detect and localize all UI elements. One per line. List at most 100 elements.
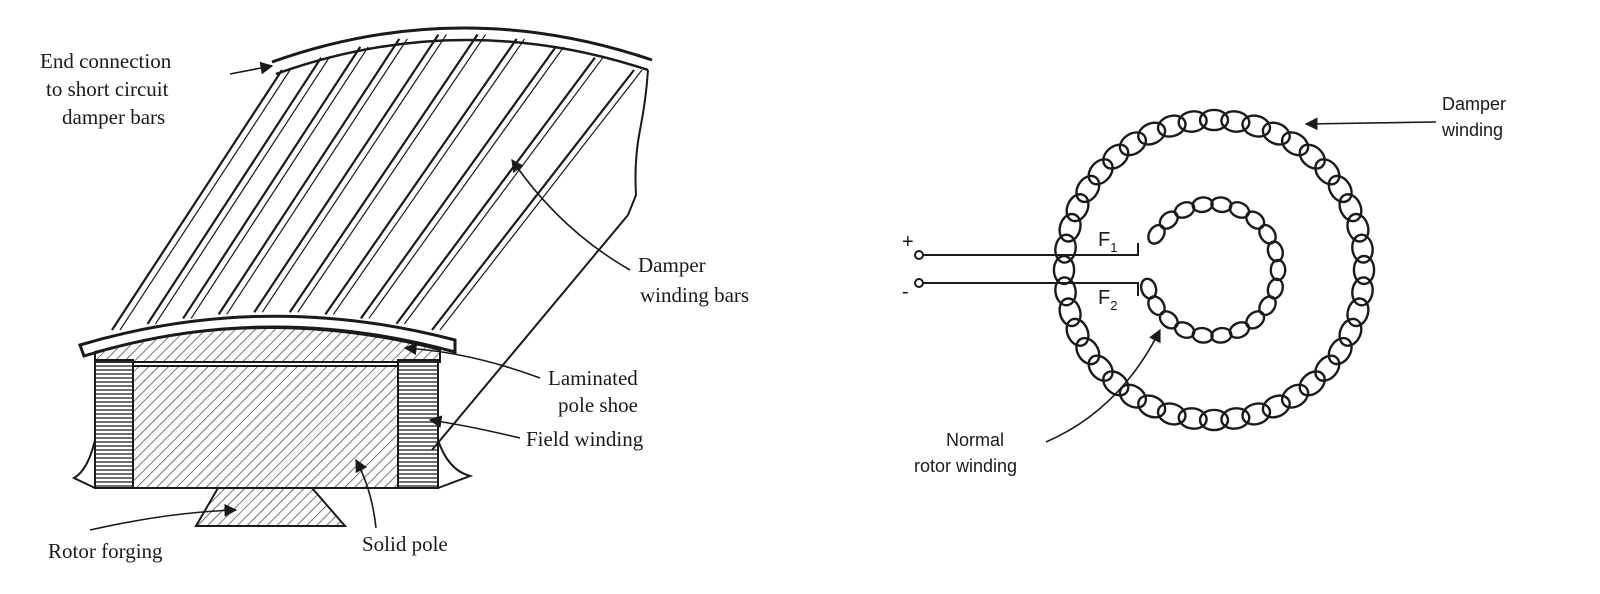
damper-bar-edge bbox=[403, 57, 604, 325]
damper-coil-loop bbox=[1075, 174, 1101, 204]
f1-label: F1 bbox=[1098, 229, 1117, 255]
pole-far-edge bbox=[431, 214, 629, 451]
rotor-coil-loop bbox=[1245, 210, 1266, 230]
arrow-damper-winding bbox=[1304, 117, 1437, 131]
rotor-coil-loop bbox=[1191, 326, 1214, 344]
label-normal-rotor-winding: Normal rotor winding bbox=[914, 430, 1017, 476]
damper-bar-edge bbox=[190, 46, 369, 319]
label-solid-pole: Solid pole bbox=[362, 532, 448, 556]
end-ring-top-inner bbox=[275, 38, 649, 76]
damper-bar-edge bbox=[439, 69, 643, 331]
damper-coil-loop bbox=[1298, 370, 1326, 397]
damper-winding-line-2: winding bbox=[1441, 120, 1503, 140]
damper-coil-loop bbox=[1261, 394, 1291, 419]
normal-rotor-line-2: rotor winding bbox=[914, 456, 1017, 476]
end-connection-line-3: damper bars bbox=[62, 105, 165, 129]
rotor-coil-loop bbox=[1266, 240, 1284, 263]
damper-coil-loop bbox=[1065, 193, 1090, 223]
damper-coil-loop bbox=[1102, 370, 1130, 397]
end-connection-line-2: to short circuit bbox=[46, 77, 169, 101]
damper-coil-loop bbox=[1102, 143, 1130, 170]
damper-coil-loop bbox=[1137, 394, 1167, 419]
label-pole-shoe: Laminated pole shoe bbox=[548, 366, 643, 417]
arrow-field-winding bbox=[428, 415, 521, 439]
damper-coil-loop bbox=[1156, 402, 1187, 426]
damper-bar bbox=[253, 33, 440, 313]
f2-letter: F bbox=[1098, 287, 1110, 309]
broken-edge bbox=[627, 69, 649, 216]
damper-coil-loop bbox=[1327, 336, 1353, 366]
arrow-pole-shoe bbox=[403, 342, 541, 379]
damper-winding-line-1: Damper bbox=[1442, 94, 1506, 114]
damper-coil-loop bbox=[1118, 131, 1148, 157]
damper-bars-group bbox=[111, 33, 643, 331]
damper-bar bbox=[288, 33, 479, 313]
damper-bar-edge bbox=[226, 38, 408, 315]
rotor-coil-loop bbox=[1210, 196, 1233, 214]
damper-coil-loop bbox=[1058, 212, 1082, 243]
damper-coil-loop bbox=[1338, 193, 1363, 223]
plus-label: + bbox=[902, 231, 914, 253]
damper-coil-loop bbox=[1220, 407, 1251, 430]
rotor-coil-loop bbox=[1269, 258, 1287, 282]
damper-coil-loop bbox=[1198, 108, 1230, 132]
minus-label: - bbox=[902, 281, 909, 303]
damper-bar-edge bbox=[155, 57, 330, 325]
field-winding-left bbox=[94, 359, 134, 489]
damper-coil-loop bbox=[1087, 158, 1114, 186]
damper-coil-loop bbox=[1351, 233, 1374, 264]
damper-coil-loop bbox=[1351, 276, 1374, 307]
damper-coil-loop bbox=[1177, 407, 1208, 430]
damper-coil-loop bbox=[1137, 121, 1167, 146]
damper-coil-loop bbox=[1054, 233, 1077, 264]
damper-bar bbox=[395, 57, 596, 325]
label-field-winding: Field winding bbox=[526, 427, 644, 451]
f1-letter: F bbox=[1098, 229, 1110, 251]
label-damper-bars: Damper winding bars bbox=[638, 253, 749, 307]
f1-subscript: 1 bbox=[1110, 240, 1117, 255]
arrow-solid-pole bbox=[355, 458, 377, 529]
rotor-coil-loop bbox=[1158, 210, 1179, 230]
damper-bar-edge bbox=[332, 38, 526, 315]
end-ring-top bbox=[271, 26, 653, 64]
damper-bars-line-1: Damper bbox=[638, 253, 706, 277]
damper-bar bbox=[146, 57, 323, 325]
damper-coil-loop bbox=[1065, 317, 1090, 347]
damper-coil-loop bbox=[1075, 336, 1101, 366]
damper-bar bbox=[359, 46, 557, 320]
arrow-rotor-forging bbox=[89, 503, 238, 531]
damper-coil-loop bbox=[1241, 114, 1272, 138]
damper-bars-line-2: winding bars bbox=[640, 283, 749, 307]
field-winding-right bbox=[397, 359, 439, 489]
damper-bar bbox=[182, 46, 362, 320]
winding-lip-left bbox=[71, 439, 96, 489]
damper-bar-edge bbox=[368, 46, 565, 319]
damper-coil-loop bbox=[1261, 121, 1291, 146]
rotor-coil-loop bbox=[1191, 196, 1214, 214]
damper-coil-loop bbox=[1280, 131, 1310, 157]
damper-coil-loop bbox=[1298, 143, 1326, 170]
damper-coil-loop bbox=[1087, 354, 1114, 382]
lead-f2 bbox=[923, 282, 1139, 296]
damper-coil-loop bbox=[1346, 297, 1370, 328]
laminated-pole-shoe bbox=[94, 327, 441, 363]
arrow-normal-rotor-winding bbox=[1045, 328, 1161, 443]
winding-lip-right bbox=[437, 439, 474, 489]
damper-coil-loop bbox=[1198, 408, 1230, 432]
end-connection-line-1: End connection bbox=[40, 49, 172, 73]
arrow-end-connection bbox=[229, 61, 274, 75]
damper-bar bbox=[324, 38, 518, 316]
rotor-coil-loop bbox=[1158, 310, 1179, 330]
damper-coil-loop bbox=[1058, 297, 1082, 328]
damper-coil-loop bbox=[1338, 317, 1363, 347]
outer-damper-coil bbox=[1052, 108, 1376, 432]
solid-pole bbox=[132, 365, 399, 489]
damper-coil-loop bbox=[1327, 174, 1353, 204]
damper-coil-loop bbox=[1220, 110, 1251, 133]
damper-coil-loop bbox=[1346, 212, 1370, 243]
damper-winding-schematic: + - F1 F2 Damper winding Normal rotor wi… bbox=[902, 94, 1506, 476]
minus-terminal-dot bbox=[914, 278, 924, 288]
pole-shoe-line-2: pole shoe bbox=[558, 393, 638, 417]
damper-coil-loop bbox=[1054, 276, 1077, 307]
damper-bar-edge bbox=[119, 69, 291, 331]
